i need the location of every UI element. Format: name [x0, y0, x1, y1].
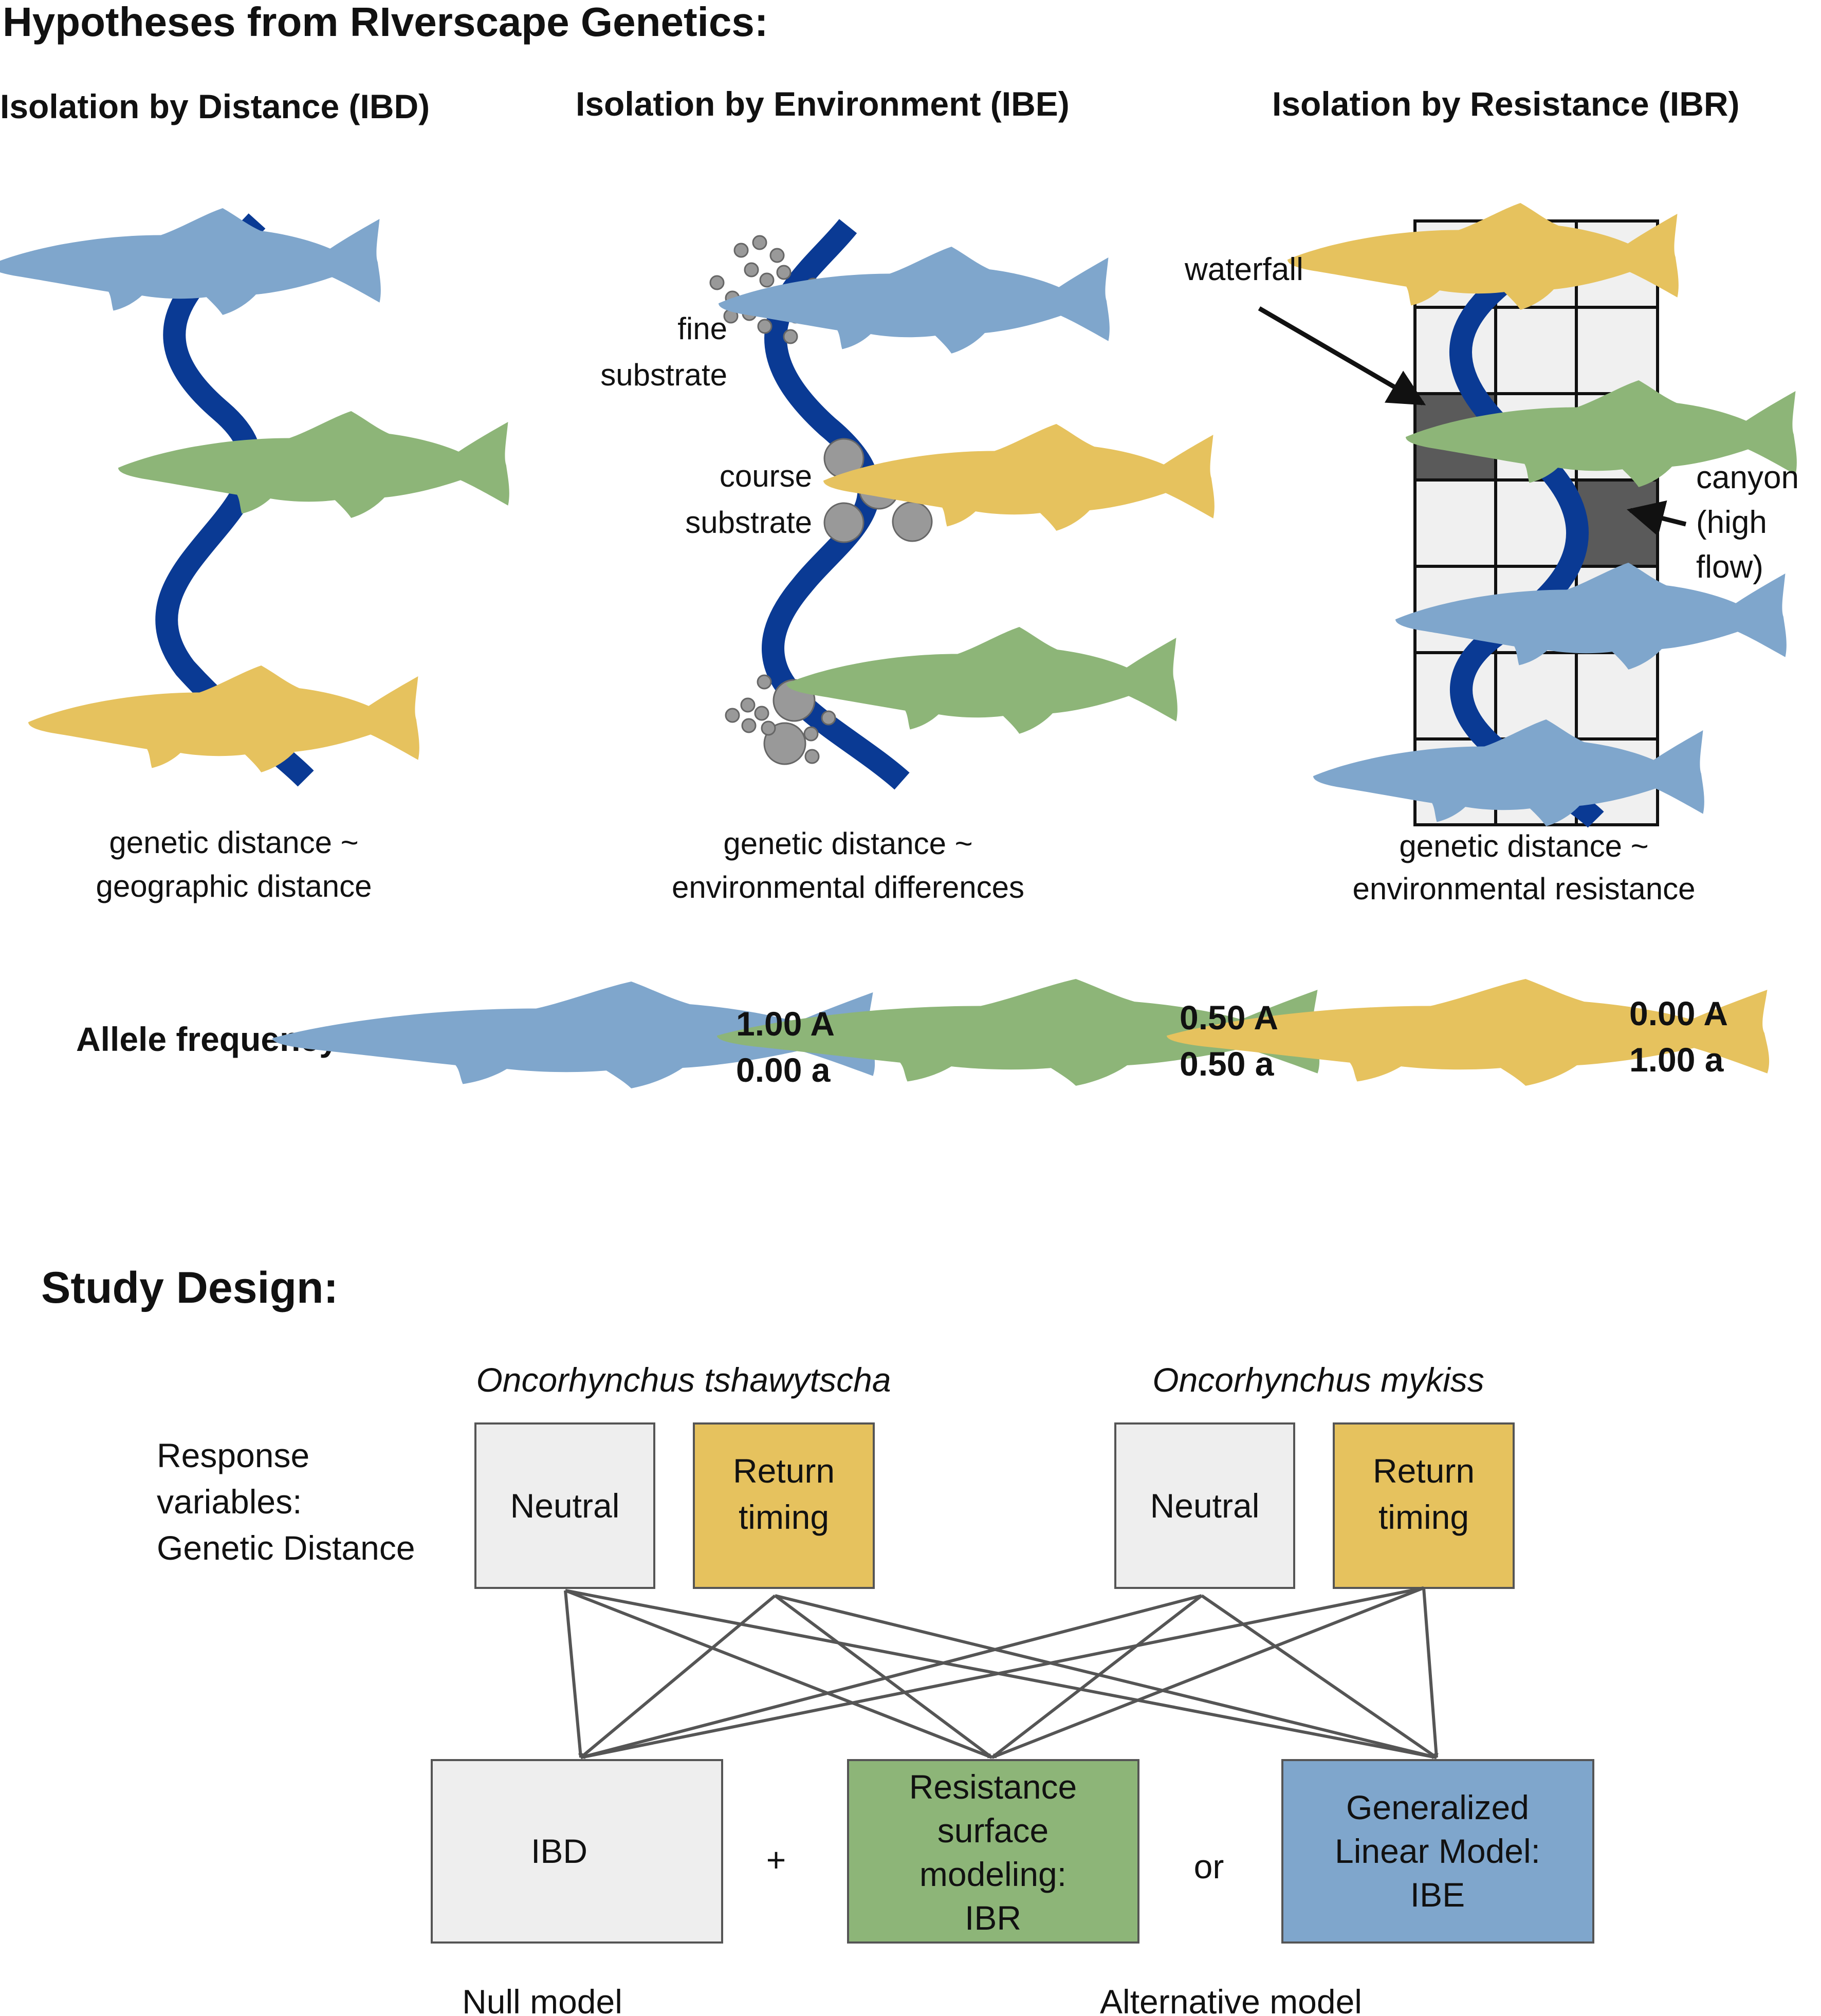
return-label-1-line1: Return — [733, 1452, 835, 1490]
return-label-1-line2: timing — [739, 1498, 829, 1536]
or-word: or — [1194, 1847, 1224, 1885]
plus-sign: + — [766, 1841, 786, 1879]
return-label-2-line2: timing — [1378, 1498, 1469, 1536]
model-res-line3: modeling: — [919, 1855, 1066, 1893]
response-label-line3: Genetic Distance — [157, 1529, 415, 1567]
canyon-label-line3: flow) — [1696, 549, 1763, 585]
alternative-model-label: Alternative model — [1100, 1983, 1362, 2016]
canyon-cell — [1576, 480, 1658, 566]
ibd-caption-line2: geographic distance — [96, 869, 372, 903]
model-ibd-label: IBD — [531, 1832, 587, 1870]
neutral-label-1: Neutral — [510, 1487, 620, 1525]
fine-substrate-label-line2: substrate — [600, 358, 727, 392]
ibe-heading: Isolation by Environment (IBE) — [576, 85, 1070, 123]
canyon-arrow — [1627, 500, 1687, 537]
ibd-diagram — [0, 208, 509, 787]
ibe-diagram — [709, 219, 1215, 790]
model-res-line4: IBR — [965, 1899, 1021, 1937]
response-label-line1: Response — [157, 1436, 309, 1474]
course-substrate-label-line1: course — [720, 459, 812, 493]
model-glm-line3: IBE — [1410, 1876, 1465, 1914]
allele-green-a: 0.50 a — [1180, 1045, 1275, 1083]
model-box-glm: Generalized Linear Model: IBE — [1281, 1759, 1594, 1944]
ibd-heading: Isolation by Distance (IBD) — [0, 87, 430, 125]
model-glm-line2: Linear Model: — [1335, 1832, 1540, 1870]
species-mykiss: Oncorhynchus mykiss — [1152, 1361, 1484, 1399]
ibe-caption-line1: genetic distance ~ — [723, 826, 972, 861]
canyon-label-line1: canyon — [1696, 460, 1799, 495]
model-res-line1: Resistance — [909, 1768, 1077, 1806]
canyon-label-line2: (high — [1696, 505, 1767, 540]
model-res-line2: surface — [937, 1811, 1049, 1849]
allele-blue-A: 1.00 A — [736, 1005, 835, 1043]
neutral-label-2: Neutral — [1150, 1487, 1260, 1525]
ibd-green-fish — [118, 411, 509, 518]
waterfall-arrow — [1258, 306, 1426, 405]
waterfall-label: waterfall — [1184, 252, 1303, 287]
ibd-yellow-fish — [28, 665, 419, 772]
allele-yellow-a: 1.00 a — [1629, 1041, 1724, 1079]
species-tshawytscha: Oncorhynchus tshawytscha — [476, 1361, 891, 1399]
null-model-label: Null model — [462, 1983, 622, 2016]
ibd-caption-line1: genetic distance ~ — [109, 825, 358, 860]
return-label-2-line1: Return — [1373, 1452, 1475, 1490]
ibr-heading: Isolation by Resistance (IBR) — [1272, 85, 1740, 123]
model-box-resistance: Resistance surface modeling: IBR — [847, 1759, 1139, 1944]
allele-blue-a: 0.00 a — [736, 1051, 831, 1089]
response-box-neutral-1: Neutral — [474, 1422, 655, 1589]
resistance-grid — [1287, 203, 1797, 828]
response-box-neutral-2: Neutral — [1114, 1422, 1295, 1589]
design-arrows — [564, 1586, 1439, 1759]
response-box-return-timing-1: Return timing — [693, 1422, 875, 1589]
allele-green-A: 0.50 A — [1180, 998, 1278, 1037]
ibr-caption-line2: environmental resistance — [1352, 872, 1695, 906]
fine-substrate-label-line1: fine — [677, 311, 727, 346]
course-substrate-label-line2: substrate — [685, 505, 812, 540]
allele-yellow-A: 0.00 A — [1629, 994, 1728, 1032]
model-glm-line1: Generalized — [1346, 1788, 1529, 1826]
ibe-green-fish — [786, 627, 1178, 734]
study-design-heading: Study Design: — [41, 1263, 338, 1312]
response-box-return-timing-2: Return timing — [1333, 1422, 1515, 1589]
ibe-yellow-fish — [823, 424, 1215, 531]
ibr-caption-line1: genetic distance ~ — [1399, 829, 1648, 863]
ibe-caption-line2: environmental differences — [672, 870, 1024, 904]
page-title: Hypotheses from RIverscape Genetics: — [3, 0, 768, 45]
response-label-line2: variables: — [157, 1483, 302, 1521]
model-box-ibd: IBD — [431, 1759, 723, 1944]
